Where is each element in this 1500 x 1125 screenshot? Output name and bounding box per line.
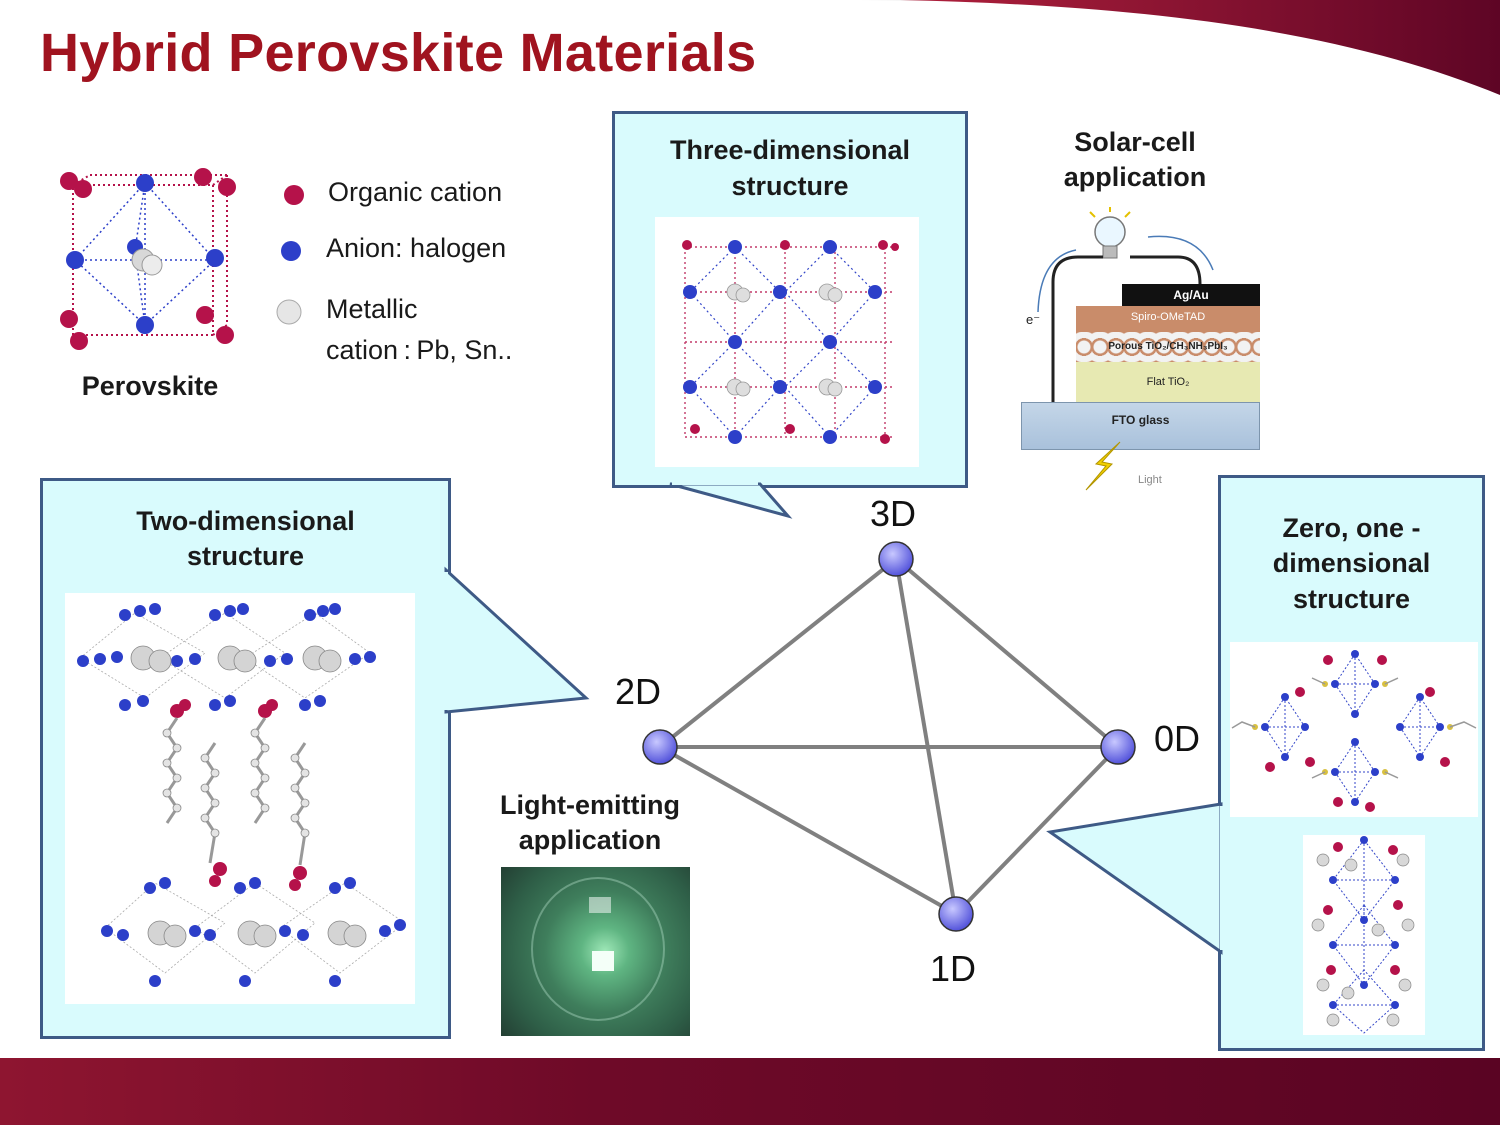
zero-d-structure-image — [1230, 642, 1478, 817]
edge-3d-2d — [658, 557, 898, 749]
layer-fto-glass: FTO glass — [1021, 402, 1260, 450]
layer-flat-tio2: Flat TiO₂ — [1076, 362, 1260, 402]
electron-label: e⁻ — [1026, 312, 1041, 327]
layer-porous-tio2: Porous TiO₂/CH₃NH₃PbI₃ — [1076, 332, 1260, 362]
three-d-structure-image — [655, 217, 919, 467]
anion-dot-icon — [281, 241, 301, 261]
edge-3d-1d — [894, 558, 958, 915]
three-dimensional-box: Three-dimensional structure — [612, 111, 968, 488]
light-emitting-title-line1: Light-emitting — [500, 790, 680, 820]
layer-ag-au: Ag/Au — [1122, 284, 1260, 306]
solar-cell-title-line2: application — [1063, 162, 1207, 192]
node-0d — [1100, 729, 1136, 765]
two-dimensional-box: Two-dimensional structure — [40, 478, 451, 1039]
dimensionality-graph — [642, 541, 1136, 932]
organic-cation-dot-icon — [284, 185, 304, 205]
node-3d — [878, 541, 914, 577]
perovskite-unit-cell-icon — [60, 168, 236, 350]
light-emitting-device-photo — [501, 867, 690, 1036]
two-d-title-line2: structure — [186, 541, 305, 571]
metallic-cation-dot-icon — [276, 299, 302, 325]
two-d-callout-tail — [443, 566, 590, 714]
footer-bar — [0, 1058, 1500, 1125]
solar-cell-diagram: e⁻ Ag/Au Spiro-OMeTAD Porous TiO₂/CH₃NH₃… — [1018, 207, 1263, 497]
two-d-structure-image — [65, 593, 415, 1004]
node-label-2d: 2D — [615, 671, 662, 712]
node-1d — [938, 896, 974, 932]
legend-anion-halogen: Anion: halogen — [326, 233, 507, 263]
three-d-callout-tail — [669, 481, 793, 519]
node-2d — [642, 729, 678, 765]
layer-spiro-ometad: Spiro-OMeTAD — [1076, 306, 1260, 332]
zero-one-d-callout-tail — [1046, 802, 1226, 955]
perovskite-label: Perovskite — [81, 371, 219, 401]
light-emitting-title-line2: application — [518, 825, 662, 855]
header-wave-decoration — [830, 0, 1500, 95]
node-label-3d: 3D — [870, 493, 917, 534]
page-title: Hybrid Perovskite Materials — [40, 23, 757, 83]
two-d-title-line1: Two-dimensional — [136, 506, 355, 536]
zero-one-d-title-line1: Zero, one - — [1282, 513, 1421, 543]
light-label: Light — [1138, 474, 1162, 486]
edge-3d-0d — [894, 557, 1120, 749]
three-d-title-line2: structure — [731, 171, 849, 201]
edge-2d-1d — [659, 745, 957, 916]
graph-edges — [658, 557, 1120, 916]
circuit-wires — [1037, 235, 1214, 407]
legend-metallic-cation-line2: cation : Pb, Sn.. — [326, 335, 513, 365]
node-label-0d: 0D — [1154, 718, 1201, 759]
zero-one-d-title-line2: dimensional — [1272, 548, 1431, 578]
one-d-structure-image — [1303, 835, 1425, 1035]
zero-one-d-title-line3: structure — [1292, 584, 1411, 614]
three-d-title-line1: Three-dimensional — [669, 135, 911, 165]
legend-metallic-cation-line1: Metallic — [326, 294, 418, 324]
lightbulb-icon — [1089, 207, 1131, 259]
node-label-1d: 1D — [930, 948, 977, 989]
legend-organic-cation: Organic cation — [328, 177, 503, 207]
zero-one-dimensional-box: Zero, one - dimensional structure — [1218, 475, 1485, 1051]
edge-0d-1d — [954, 745, 1120, 916]
solar-cell-title-line1: Solar-cell — [1074, 127, 1196, 157]
lightning-icon — [1085, 441, 1121, 491]
